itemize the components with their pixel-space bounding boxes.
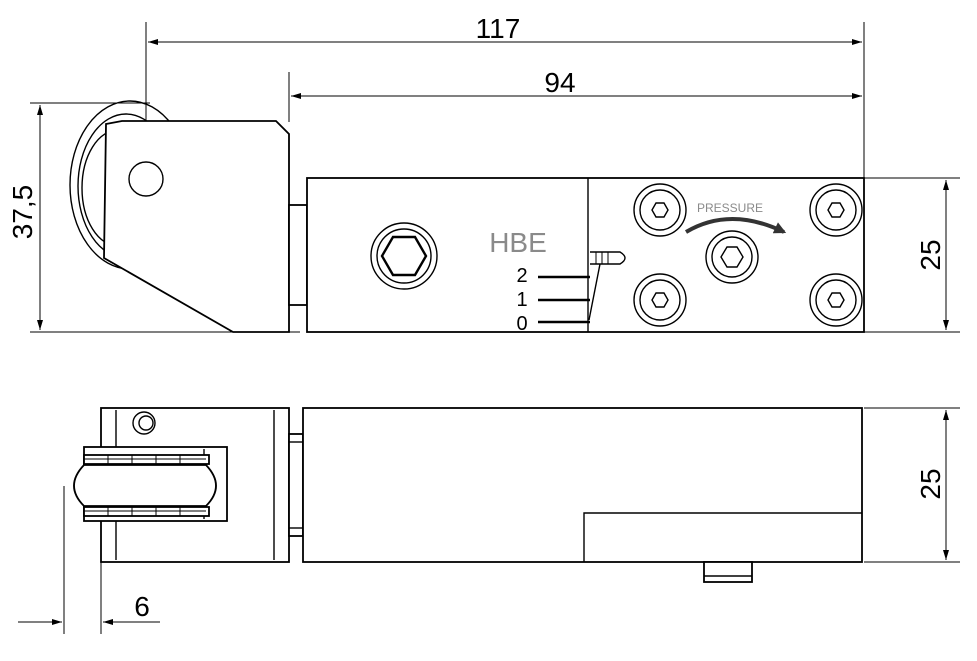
side-fitting [703, 561, 753, 583]
side-roller [73, 454, 217, 517]
dimension-37-5-label: 37,5 [7, 185, 38, 240]
cap-screw-bottom-left [633, 273, 687, 327]
pressure-label: PRESSURE [697, 201, 763, 215]
dimension-117-label: 117 [476, 13, 521, 44]
position-1-label: 1 [516, 289, 527, 311]
pressure-adjust-screw [705, 230, 759, 284]
side-view [73, 407, 863, 583]
dimension-25-bottom: 25 [864, 407, 960, 563]
dimension-94: 94 [288, 67, 862, 122]
dimension-6: 6 [18, 486, 160, 634]
side-valve-body [302, 407, 863, 563]
cap-screw-top-left [633, 183, 687, 237]
position-markers: 2 1 0 [516, 265, 590, 335]
dimension-6-label: 6 [134, 591, 150, 622]
position-lever [588, 251, 626, 321]
side-step-line [583, 512, 862, 562]
side-hinge-spacer [288, 433, 304, 537]
position-0-label: 0 [516, 313, 527, 335]
brand-label: HBE [489, 227, 547, 258]
hinge-spacer [288, 204, 308, 306]
dimension-25-top-label: 25 [915, 239, 946, 270]
dimension-25-bottom-label: 25 [915, 468, 946, 499]
valve-body [306, 177, 865, 333]
pressure-arrow-icon [684, 217, 787, 234]
dimension-25-top: 25 [864, 177, 960, 333]
top-view: HBE 2 1 0 [69, 100, 865, 335]
position-2-label: 2 [516, 265, 527, 287]
cap-screw-bottom-right [809, 273, 863, 327]
hex-plug [370, 222, 438, 290]
roller-bracket [103, 120, 290, 333]
cap-screw-top-right [809, 183, 863, 237]
pivot-hole [128, 161, 164, 197]
dimension-117: 117 [145, 13, 865, 192]
dimension-94-label: 94 [544, 67, 575, 98]
